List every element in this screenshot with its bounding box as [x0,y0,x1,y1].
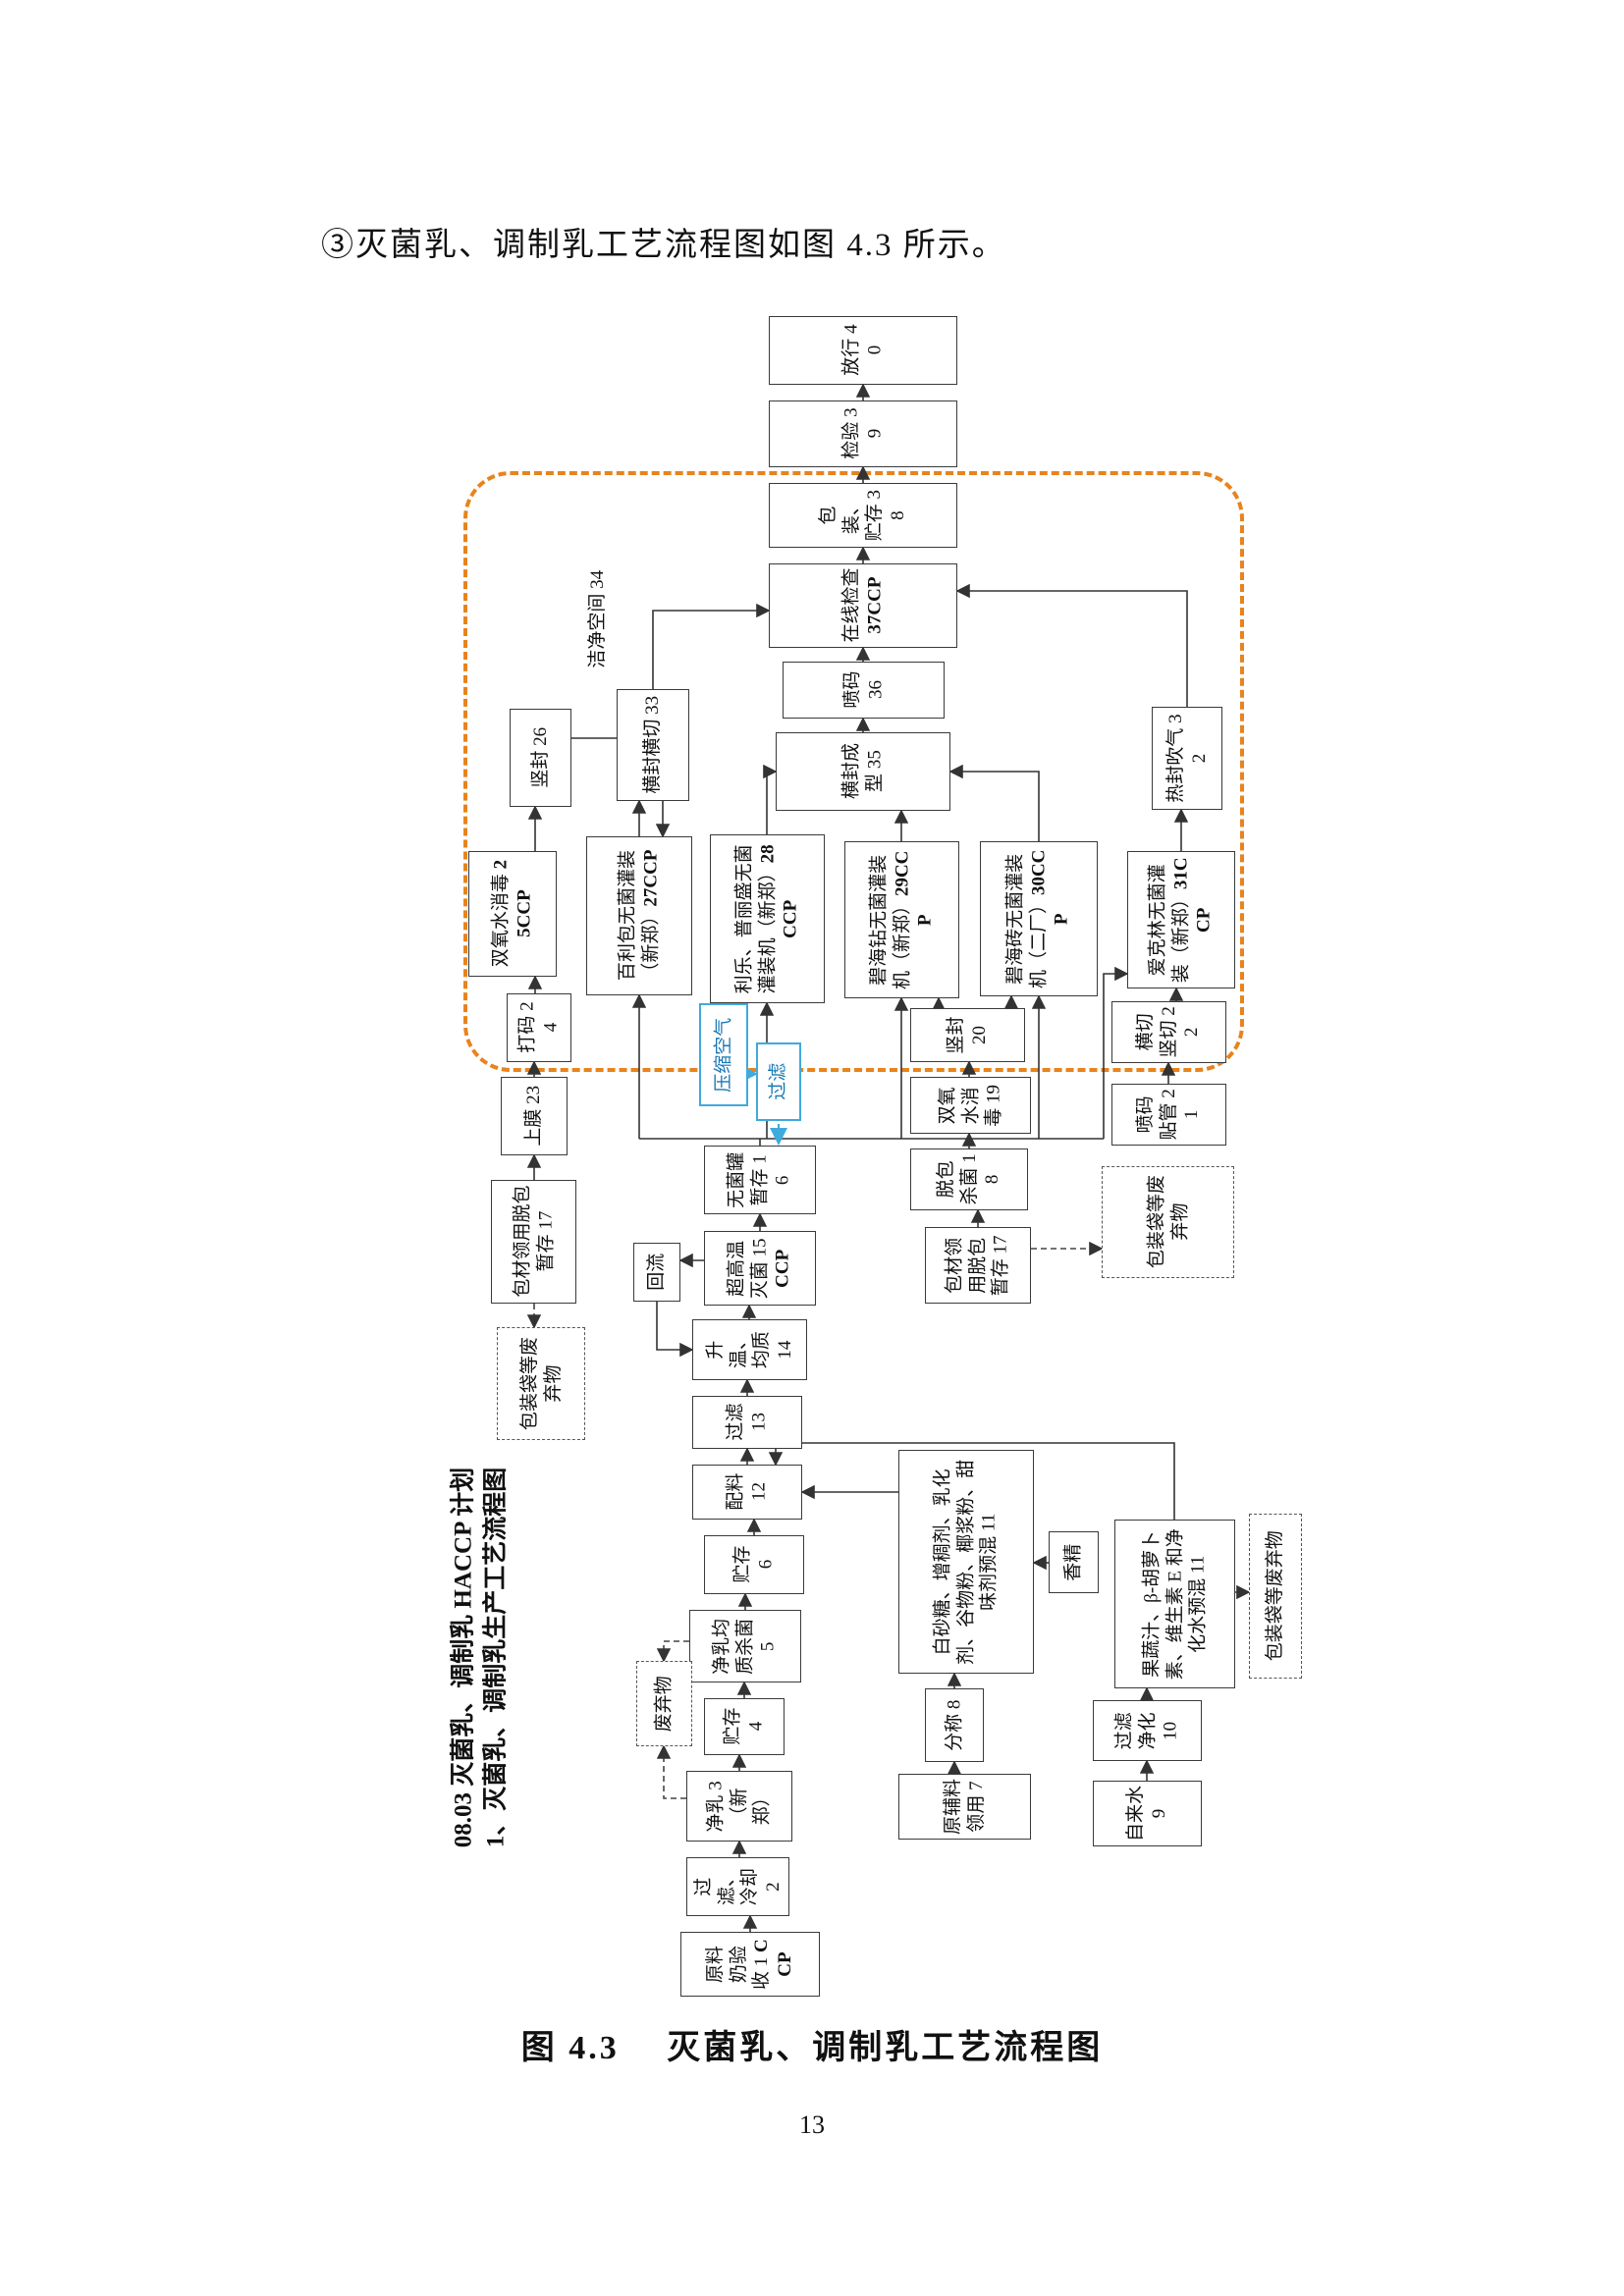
diagram-side-title: 08.03 灭菌乳、调制乳 HACCP 计划 1、灭菌乳、调制乳生产工艺流程图 [451,1455,510,1859]
node-heating-homogenization-14: 升温、均质 14 [692,1319,807,1380]
node-online-inspection: 在线检查 37CCP [769,563,957,648]
node-cross-cut-vertical-cut-22: 横切竖切 22 [1111,1001,1226,1063]
node-waste-mid: 废弃物 [636,1661,692,1746]
node-inspection: 检验 39 [769,400,957,467]
node-raw-milk-acceptance-1: 原料奶验收 1 CCP [680,1932,820,1997]
node-essence: 香精 [1049,1531,1099,1593]
node-h2o2-disinfection-25: 双氧水消毒 25CCP [468,851,557,977]
side-title-line1: 08.03 灭菌乳、调制乳 HACCP 计划 [450,1467,477,1847]
node-waste-bags-right: 包装袋等废弃物 [1102,1166,1234,1278]
clean-room-label: 洁净空间 34 [587,570,609,668]
node-h2o2-disinfection-19: 双氧水消毒 19 [910,1077,1031,1134]
node-heat-seal-blow-32: 热封吹气 32 [1152,707,1222,810]
node-packing-storage: 包装、贮存 38 [769,483,957,548]
node-filter-purification-10: 过滤净化 10 [1093,1700,1202,1761]
node-aseptic-tank-storage-16: 无菌罐暂存 16 [704,1146,816,1214]
node-packaging-material-requisition-right-17: 包材领用脱包暂存 17 [925,1227,1031,1304]
node-packaging-material-requisition-left-17: 包材领用脱包暂存 17 [491,1180,576,1304]
node-storage-4: 贮存 4 [704,1698,785,1755]
node-raw-aux-material-requisition-7: 原辅料领用 7 [898,1774,1031,1840]
node-weighing-8: 分称 8 [925,1688,984,1762]
node-waste-bags-bottom: 包装袋等废弃物 [1249,1514,1302,1679]
node-inkjet-tube-attach-21: 喷码贴管 21 [1111,1084,1226,1146]
side-title-line2: 1、灭菌乳、调制乳生产工艺流程图 [482,1467,509,1847]
node-inkjet-coding: 喷码 36 [783,662,945,719]
node-horizontal-seal-cut-33: 横封横切 33 [617,689,689,801]
node-compressed-air: 压缩空气 [699,1003,748,1106]
clean-room-dashed-region [463,471,1244,1072]
node-unpacking-sterilization-18: 脱包杀菌 18 [910,1148,1028,1210]
node-film-loading-23: 上膜 23 [501,1077,568,1155]
node-tap-water-9: 自来水 9 [1093,1781,1202,1846]
node-uht-sterilization-15: 超高温灭菌 15 CCP [704,1231,816,1306]
node-vertical-seal-26: 竖封 26 [510,709,571,807]
node-vertical-seal-20: 竖封 20 [910,1008,1025,1062]
node-bailibao-aseptic-filling-27: 百利包无菌灌装（新郑）27CCP [586,836,692,995]
node-tetra-pak-filling-28: 利乐、普丽盛无菌灌装机（新郑）28CCP [710,834,825,1003]
figure-caption: 图 4.3 灭菌乳、调制乳工艺流程图 [520,2030,1104,2066]
node-sugar-thickener-premix-11: 白砂糖、增稠剂、乳化剂、谷物粉、椰浆粉、甜味剂预混 11 [898,1450,1034,1674]
node-bihai-zhuan-filling-30: 碧海砖无菌灌装机（二厂）30CCP [980,841,1098,996]
node-clarify-homogenize-pasteurize-5: 净乳均质杀菌 5 [689,1610,801,1682]
node-waste-bags-left: 包装袋等废弃物 [497,1327,585,1440]
node-juice-carotene-premix-11: 果蔬汁、β-胡萝卜素、维生素 E 和净化水预混 11 [1114,1520,1235,1688]
node-bihai-zuan-filling-29: 碧海钻无菌灌装机（新郑）29CCP [844,841,959,998]
node-storage-6: 贮存 6 [704,1535,804,1594]
node-release: 放行 40 [769,316,957,385]
node-filter-cooling-2: 过滤、冷却 2 [686,1857,789,1916]
node-batching-12: 配料 12 [692,1465,802,1520]
node-filtration-13: 过滤 13 [692,1396,802,1449]
node-milk-clarification-3: 净乳 3（新郑） [686,1771,792,1842]
node-ecolean-filling-31: 爱克林无菌灌装（新郑）31CCP [1127,851,1235,988]
node-coding-24: 打码 24 [507,993,571,1062]
process-flow-diagram: 放行 40 检验 39 包装、贮存 38 在线检查 37CCP 喷码 36 横封… [442,316,1326,2004]
page-heading: ③灭菌乳、调制乳工艺流程图如图 4.3 所示。 [321,228,1006,263]
node-reflux: 回流 [633,1243,680,1302]
node-horizontal-seal-forming: 横封成型 35 [776,732,950,811]
node-air-filter: 过滤 [756,1042,801,1121]
page-number: 13 [799,2110,825,2139]
